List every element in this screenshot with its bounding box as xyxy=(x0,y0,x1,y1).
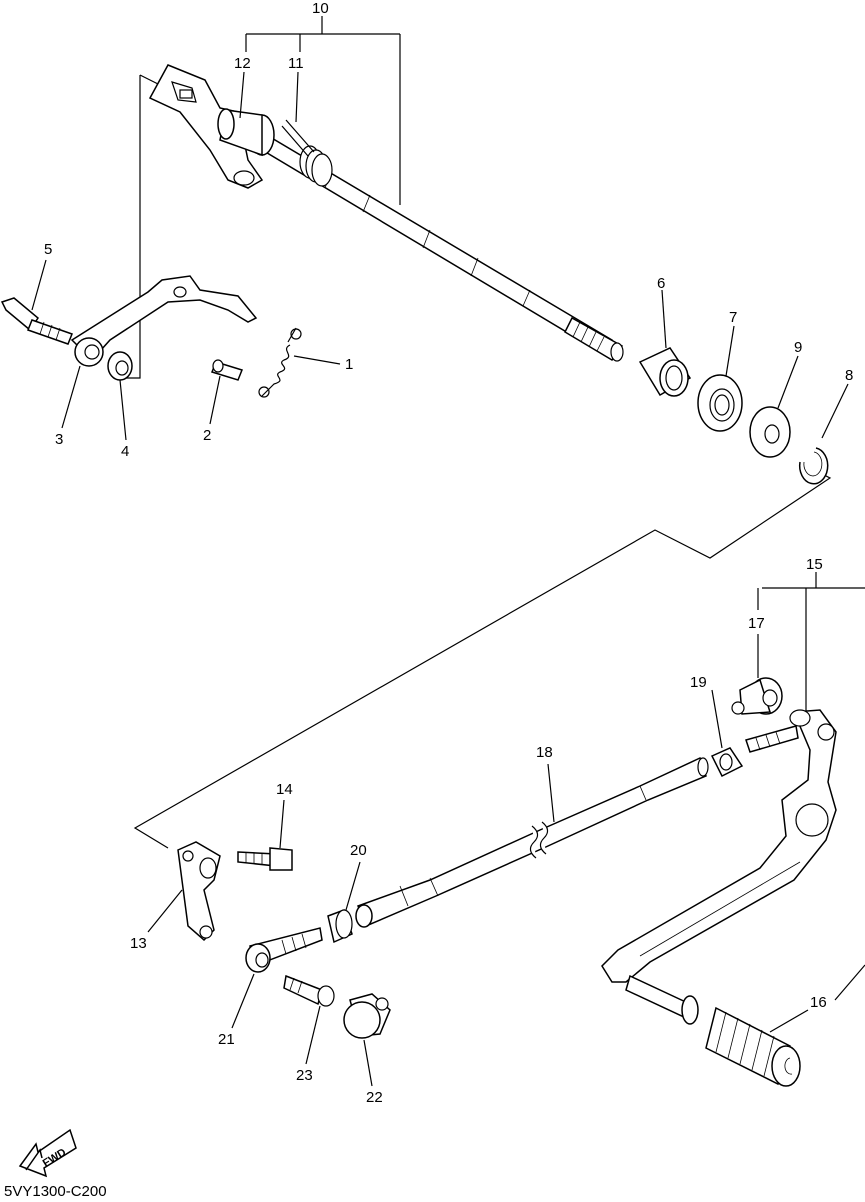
callout-21: 21 xyxy=(218,1031,235,1048)
stopper-lever xyxy=(70,275,258,367)
callout-5: 5 xyxy=(44,241,52,258)
callout-11: 11 xyxy=(288,55,304,72)
leader-lines xyxy=(31,16,849,1087)
part-22-rubber-boot xyxy=(343,993,391,1039)
callout-18: 18 xyxy=(536,744,553,761)
part-19-nut xyxy=(710,747,744,778)
callout-1: 1 xyxy=(345,356,353,373)
part-17-rod-end xyxy=(731,677,783,715)
callout-15: 15 xyxy=(806,556,823,573)
callout-4: 4 xyxy=(121,443,129,460)
part-5-bolt xyxy=(0,297,73,345)
fwd-arrow-icon: FWD xyxy=(18,1128,77,1178)
part-23-bolt xyxy=(283,974,335,1007)
shift-shaft-assembly xyxy=(148,64,624,362)
part-14-bolt xyxy=(237,847,293,871)
part-6-collar xyxy=(638,347,692,397)
callout-22: 22 xyxy=(366,1089,383,1106)
callout-10: 10 xyxy=(312,0,329,17)
drawing-code: 5VY1300-C200 xyxy=(4,1183,107,1200)
callout-12: 12 xyxy=(234,55,251,72)
part-18-shift-rod xyxy=(355,756,709,928)
part-7-oil-seal xyxy=(697,374,743,432)
callout-14: 14 xyxy=(276,781,293,798)
callout-23: 23 xyxy=(296,1067,313,1084)
part-21-rod-end xyxy=(245,927,323,973)
callout-9: 9 xyxy=(794,339,802,356)
callout-19: 19 xyxy=(690,674,707,691)
callout-17: 17 xyxy=(748,615,765,632)
callout-2: 2 xyxy=(203,427,211,444)
part-2-pin xyxy=(211,359,243,381)
part-15-shift-pedal xyxy=(601,709,837,983)
callout-labels: 1 2 3 4 5 6 7 8 9 10 11 12 13 14 15 16 1… xyxy=(44,0,853,1106)
part-16-pedal-rubber xyxy=(625,974,801,1087)
callout-6: 6 xyxy=(657,275,665,292)
part-13-shift-arm xyxy=(177,841,221,942)
callout-8: 8 xyxy=(845,367,853,384)
callout-7: 7 xyxy=(729,309,737,326)
callout-3: 3 xyxy=(55,431,63,448)
part-1-spring xyxy=(258,327,302,398)
part-20-nut xyxy=(327,909,353,944)
part-4-collar xyxy=(107,351,133,381)
part-9-washer xyxy=(749,406,791,458)
callout-20: 20 xyxy=(350,842,367,859)
callout-13: 13 xyxy=(130,935,147,952)
part-8-circlip xyxy=(798,447,829,485)
callout-16: 16 xyxy=(810,994,827,1011)
